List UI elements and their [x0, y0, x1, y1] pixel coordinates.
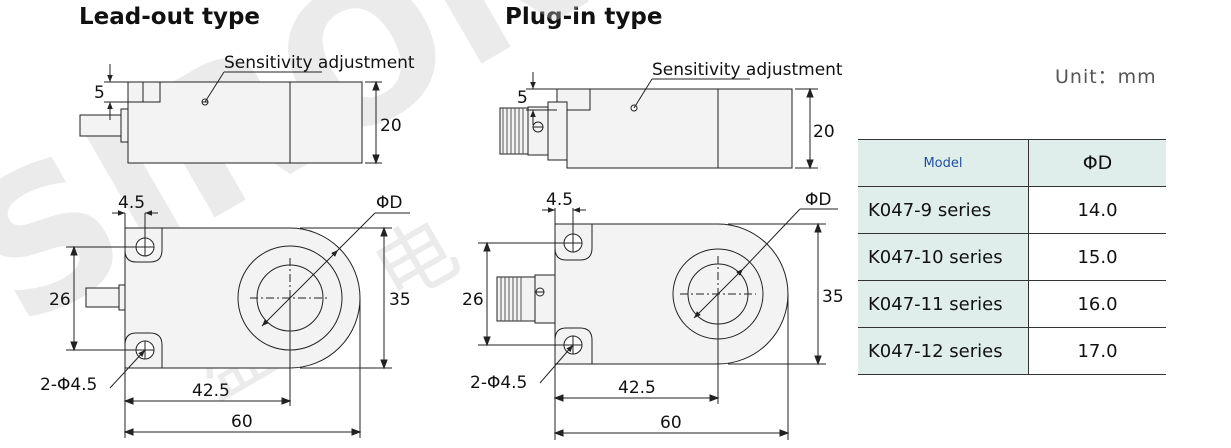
- lead-out-dim-5: 5: [94, 83, 105, 103]
- plug-in-dim-35: 35: [822, 287, 844, 307]
- plug-in-title: Plug-in type: [505, 4, 663, 30]
- plug-in-dim-26: 26: [462, 290, 484, 310]
- lead-out-front-view: [66, 210, 410, 438]
- watermark-char-2: 电: [358, 201, 474, 322]
- diameter-cell: 15.0: [1028, 233, 1166, 281]
- model-cell: K047-11 series: [858, 280, 1029, 328]
- lead-out-dim-hole: 2-Φ4.5: [40, 375, 97, 395]
- lead-out-dim-60: 60: [231, 412, 253, 432]
- series-table: Model ΦD K047-9 series 14.0 K047-10 seri…: [858, 139, 1166, 375]
- table-row: K047-11 series 16.0: [858, 280, 1166, 328]
- table-row: K047-9 series 14.0: [858, 186, 1166, 234]
- diameter-header: ΦD: [1028, 139, 1166, 187]
- table-header-row: Model ΦD: [858, 139, 1166, 187]
- diameter-cell: 17.0: [1028, 327, 1166, 375]
- plug-in-dim-hole: 2-Φ4.5: [470, 373, 527, 393]
- lead-out-dim-42-5: 42.5: [192, 381, 230, 401]
- lead-out-dim-35: 35: [389, 290, 411, 310]
- diameter-cell: 16.0: [1028, 280, 1166, 328]
- plug-in-dim-60: 60: [660, 413, 682, 433]
- lead-out-dim-4-5: 4.5: [118, 193, 145, 213]
- table-row: K047-12 series 17.0: [858, 327, 1166, 375]
- lead-out-title: Lead-out type: [79, 4, 261, 30]
- plug-in-dim-20: 20: [813, 122, 835, 142]
- lead-out-sensitivity-label: Sensitivity adjustment: [224, 53, 415, 73]
- model-cell: K047-9 series: [858, 186, 1029, 234]
- plug-in-front-view: [478, 207, 838, 440]
- model-cell: K047-10 series: [858, 233, 1029, 281]
- plug-in-sensitivity-label: Sensitivity adjustment: [652, 60, 843, 80]
- lead-out-side-view: [79, 64, 382, 165]
- plug-in-side-view: [499, 72, 818, 170]
- plug-in-dim-phi-d: ΦD: [805, 190, 831, 210]
- lead-out-dim-phi-d: ΦD: [376, 193, 402, 213]
- table-row: K047-10 series 15.0: [858, 233, 1166, 281]
- model-cell: K047-12 series: [858, 327, 1029, 375]
- plug-in-dim-4-5: 4.5: [546, 190, 573, 210]
- lead-out-dim-20: 20: [380, 116, 402, 136]
- plug-in-dim-5: 5: [517, 88, 528, 108]
- lead-out-dim-26: 26: [49, 290, 71, 310]
- model-header: Model: [858, 139, 1029, 187]
- diameter-cell: 14.0: [1028, 186, 1166, 234]
- unit-label: Unit：mm: [1055, 66, 1157, 88]
- plug-in-dim-42-5: 42.5: [618, 378, 656, 398]
